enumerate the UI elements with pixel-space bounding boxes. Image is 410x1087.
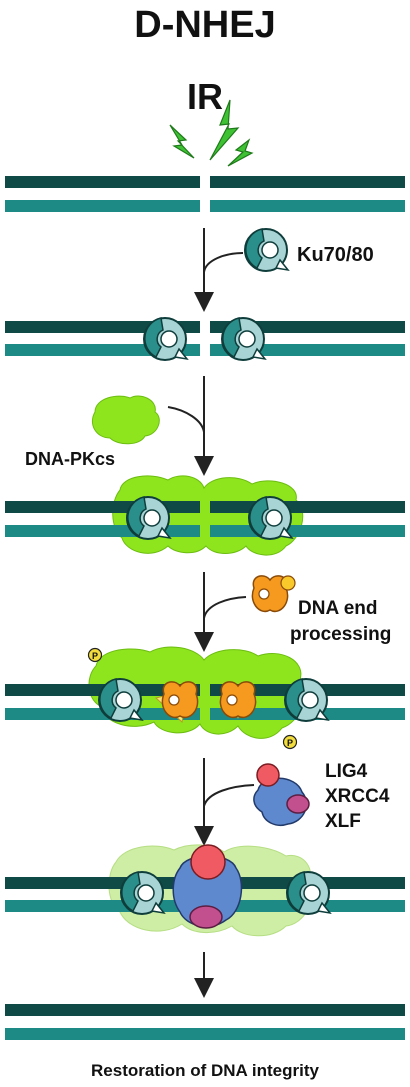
end-processing-label-line1: DNA end	[298, 598, 378, 619]
ligation-complex-bound	[172, 844, 243, 929]
ku-left-icon	[126, 496, 171, 540]
lightning-icon	[169, 99, 254, 167]
xrcc4-label: XRCC4	[325, 786, 390, 807]
dna-repaired	[5, 1004, 405, 1040]
ku-right-icon	[286, 871, 331, 915]
ku-left-icon	[120, 871, 165, 915]
ku-complex-icon	[244, 228, 289, 272]
arrow-step2	[167, 376, 214, 476]
ir-label: IR	[187, 76, 223, 117]
dnapkcs-free-icon	[91, 395, 160, 445]
ku-left-icon	[98, 678, 143, 722]
end-processing-label-line2: processing	[290, 624, 391, 645]
restoration-label: Restoration of DNA integrity	[91, 1061, 319, 1080]
arrow-step3	[194, 572, 247, 652]
ku-label: Ku70/80	[297, 244, 374, 266]
ligation-complex-icon	[253, 763, 310, 826]
end-processing-left-icon	[161, 681, 199, 719]
diagram-title: D-NHEJ	[134, 4, 275, 46]
dnapkcs-label: DNA-PKcs	[25, 449, 115, 469]
ku-right-icon	[221, 317, 266, 361]
arrow-step4	[194, 758, 255, 846]
dna-stage2	[5, 321, 405, 356]
phosphate-label: P	[92, 651, 98, 661]
dna-broken-stage1	[5, 176, 405, 212]
xlf-label: XLF	[325, 811, 361, 832]
end-processing-right-icon	[219, 681, 257, 719]
ku-left-icon	[143, 317, 188, 361]
arrow-step1	[194, 228, 244, 312]
phosphate-label: P	[287, 738, 293, 748]
ku-right-icon	[248, 496, 293, 540]
lig4-label: LIG4	[325, 761, 368, 782]
ku-right-icon	[284, 678, 329, 722]
